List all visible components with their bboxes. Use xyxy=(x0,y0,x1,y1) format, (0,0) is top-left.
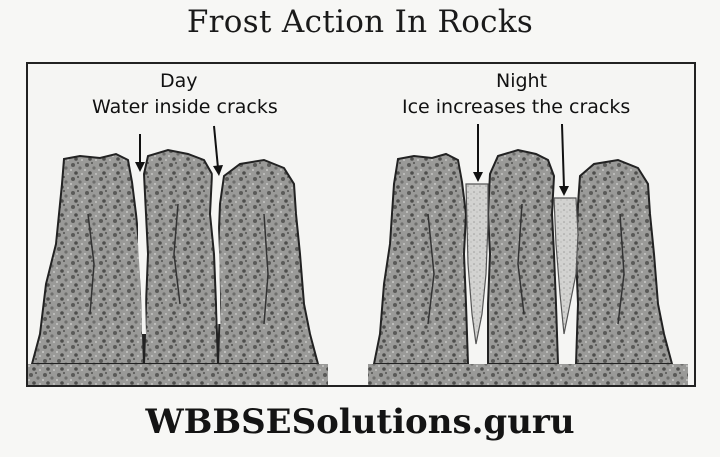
left-rock-pillar-3 xyxy=(216,158,320,365)
left-rock-pillar-1 xyxy=(30,152,146,365)
right-ice-wedge-1 xyxy=(465,183,489,345)
left-rock-pillar-2 xyxy=(142,148,220,365)
water-inside-cracks-label: Water inside cracks xyxy=(92,96,278,118)
ice-increases-cracks-label: Ice increases the cracks xyxy=(402,96,631,118)
left-rock-group xyxy=(28,125,328,385)
frost-action-illustration xyxy=(28,123,688,385)
left-crack-2 xyxy=(212,167,221,325)
left-crack-1 xyxy=(134,163,146,335)
day-label: Day xyxy=(160,70,198,92)
night-label: Night xyxy=(496,70,548,92)
diagram-frame: Day Water inside cracks Night Ice increa… xyxy=(26,62,696,387)
right-rock-group xyxy=(368,123,688,385)
right-ice-wedge-2 xyxy=(553,197,579,335)
right-rock-pillar-2 xyxy=(486,148,560,365)
right-rock-pillar-3 xyxy=(574,158,674,365)
right-base xyxy=(368,364,688,385)
watermark: WBBSESolutions.guru xyxy=(145,402,575,442)
left-base xyxy=(28,364,328,385)
diagram-title: Frost Action In Rocks xyxy=(186,4,534,40)
right-rock-pillar-1 xyxy=(372,152,470,365)
